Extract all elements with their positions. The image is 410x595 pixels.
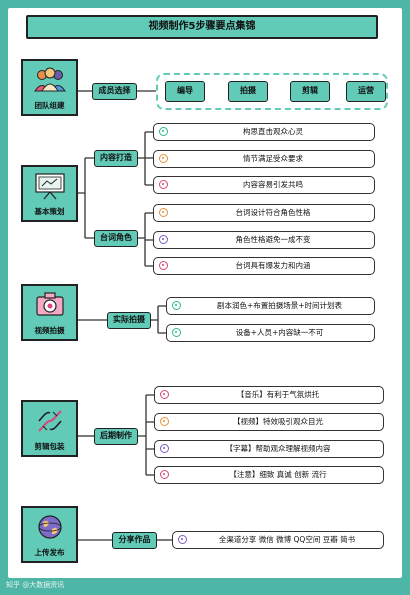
orange-dot-icon <box>159 208 168 217</box>
orange-dot-icon <box>159 154 168 163</box>
list-item: 【注意】细致 真诚 创新 流行 <box>154 466 384 484</box>
category-lines-roles: 台词角色 <box>94 230 138 247</box>
section-label: 视频拍摄 <box>34 326 65 335</box>
purple-dot-icon <box>178 535 187 544</box>
category-post-production: 后期制作 <box>94 428 138 445</box>
role-editor: 剪辑 <box>290 81 330 102</box>
section-label: 基本策划 <box>34 207 65 216</box>
section-label: 上传发布 <box>34 548 65 557</box>
list-item: 情节满足受众要求 <box>153 150 375 168</box>
purple-dot-icon <box>159 235 168 244</box>
role-director: 编导 <box>165 81 205 102</box>
green-dot-icon <box>159 127 168 136</box>
list-item: 设备+人员+内容缺一不可 <box>166 324 375 342</box>
category-content: 内容打造 <box>94 150 138 167</box>
section-label: 团队组建 <box>34 101 65 110</box>
list-item: 角色性格避免一成不变 <box>153 231 375 249</box>
category-shooting: 实际拍摄 <box>107 312 151 329</box>
globe-icon <box>36 513 64 545</box>
pink-dot-icon <box>159 261 168 270</box>
list-item: 内容容易引发共鸣 <box>153 176 375 194</box>
pink-dot-icon <box>159 180 168 189</box>
category-member-selection: 成员选择 <box>92 83 137 100</box>
orange-dot-icon <box>160 417 169 426</box>
list-item: 【字幕】帮助观众理解视频内容 <box>154 440 384 458</box>
green-dot-icon <box>172 328 181 337</box>
list-item: 台词具有爆发力和内涵 <box>153 257 375 275</box>
page-title: 视频制作5步骤要点集锦 <box>26 15 378 39</box>
role-operations: 运营 <box>346 81 386 102</box>
camera-icon <box>34 291 66 321</box>
dna-icon <box>35 407 65 439</box>
list-item: 台词设计符合角色性格 <box>153 204 375 222</box>
list-item: 【视频】特效吸引观众目光 <box>154 413 384 431</box>
category-share: 分享作品 <box>112 532 157 549</box>
section-publish: 上传发布 <box>21 506 78 563</box>
list-item: 构思直击观众心灵 <box>153 123 375 141</box>
list-item: 【音乐】有利于气氛烘托 <box>154 386 384 404</box>
watermark: 知乎 @大数据资讯 <box>6 581 65 589</box>
green-dot-icon <box>172 301 181 310</box>
section-editing: 剪辑包装 <box>21 400 78 457</box>
list-item: 剧本润色+布置拍摄场景+时间计划表 <box>166 297 375 315</box>
section-planning: 基本策划 <box>21 165 78 222</box>
purple-dot-icon <box>160 444 169 453</box>
team-icon <box>33 66 67 96</box>
pink-dot-icon <box>160 470 169 479</box>
roles-group <box>156 73 388 110</box>
presentation-icon <box>33 172 67 204</box>
list-item: 全渠道分享 微信 微博 QQ空间 豆瓣 简书 <box>172 531 384 549</box>
section-team: 团队组建 <box>21 59 78 116</box>
section-label: 剪辑包装 <box>34 442 65 451</box>
section-shooting: 视频拍摄 <box>21 284 78 341</box>
role-camera: 拍摄 <box>228 81 268 102</box>
pink-dot-icon <box>160 390 169 399</box>
